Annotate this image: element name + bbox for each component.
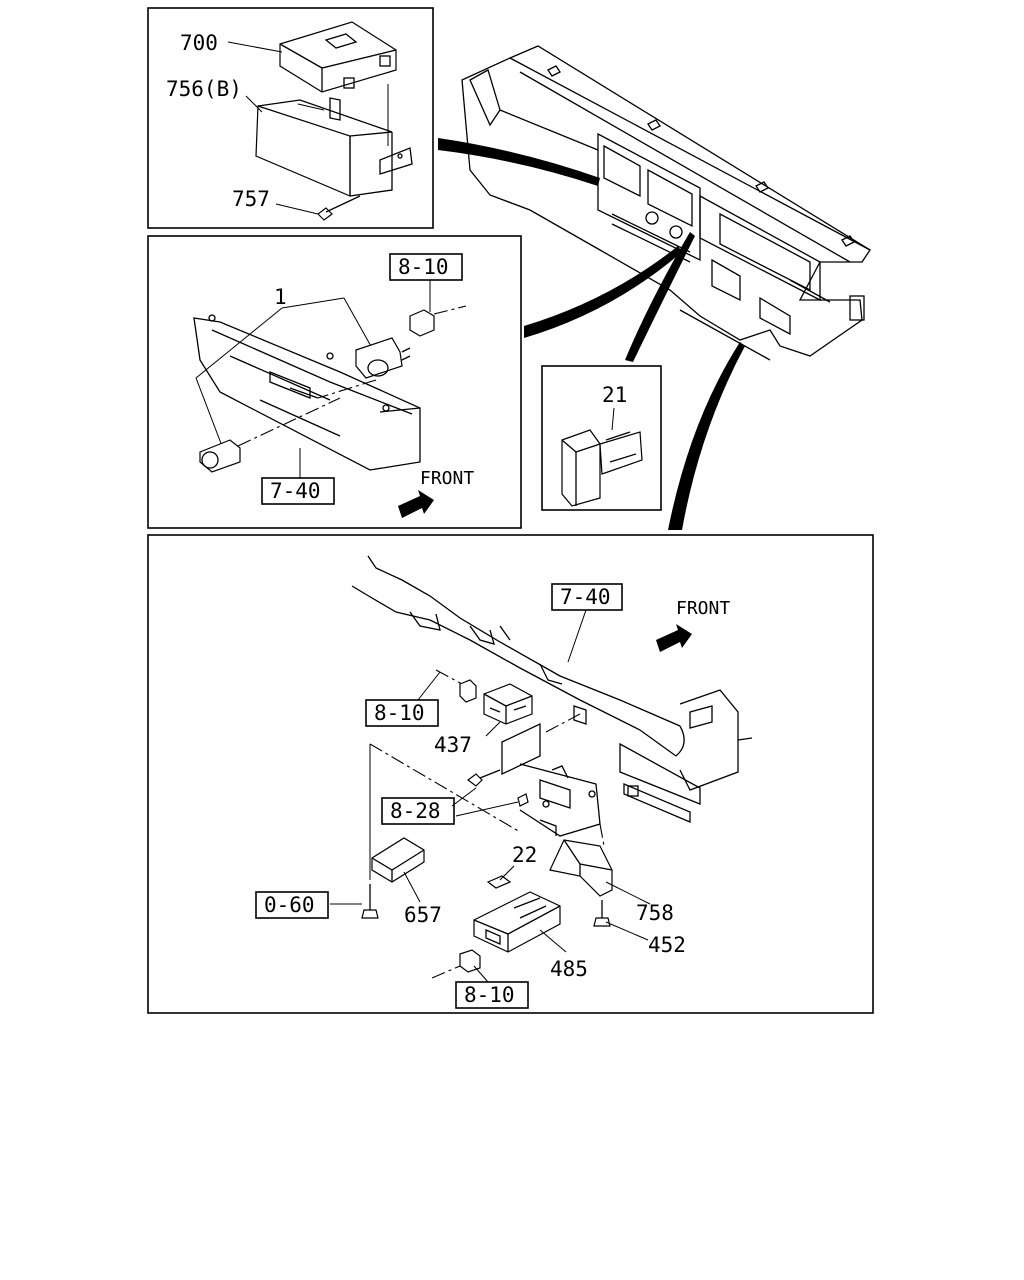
label-452: 452 (648, 933, 686, 957)
ref-box-0-60 (255, 891, 329, 919)
front-arrow-icon (398, 490, 434, 518)
label-1: 1 (274, 285, 287, 309)
right-bracket (619, 689, 753, 823)
ref-box-8-10 (389, 253, 463, 281)
ref-box-7-40-bottom (551, 583, 623, 611)
label-front-bottom: FRONT (676, 598, 730, 619)
part-756b-bracket (255, 97, 413, 197)
part-485-relay-box (473, 891, 561, 953)
panel-small: 21 (541, 365, 662, 511)
label-ref-8-28: 8-28 (390, 799, 441, 823)
part-452-screw (593, 900, 611, 927)
part-bolt-0-60 (361, 884, 379, 919)
part-758-bracket (549, 839, 613, 897)
label-700: 700 (180, 31, 218, 55)
label-437: 437 (434, 733, 472, 757)
panel-top: 700 756(B) 757 (147, 7, 434, 229)
part-700-module (279, 21, 397, 93)
label-ref-8-10: 8-10 (398, 255, 449, 279)
part-657-bracket (371, 837, 425, 883)
label-ref-0-60: 0-60 (264, 893, 315, 917)
part-21-switch (561, 429, 643, 507)
center-bracket (501, 722, 601, 837)
panel-middle: 8-10 1 (147, 235, 522, 529)
part-757-screw (317, 195, 361, 221)
label-ref-8-10-upper: 8-10 (374, 701, 425, 725)
label-22: 22 (512, 843, 537, 867)
part-1-switch-lower (199, 439, 241, 473)
ref-box-8-10-lower (455, 981, 529, 1009)
dashboard-illustration (461, 45, 871, 361)
part-437-relay (483, 683, 533, 725)
label-758: 758 (636, 901, 674, 925)
front-arrow-icon-bottom (656, 624, 692, 652)
label-757: 757 (232, 187, 270, 211)
label-ref-8-10-lower: 8-10 (464, 983, 515, 1007)
ref-box-8-28 (381, 797, 455, 825)
ref-box-7-40 (261, 477, 335, 505)
label-ref-7-40-bottom: 7-40 (560, 585, 611, 609)
cross-member-beam (351, 555, 685, 757)
label-657: 657 (404, 903, 442, 927)
label-front: FRONT (420, 468, 474, 489)
leader-wedges (438, 138, 745, 530)
label-21: 21 (602, 383, 627, 407)
ref-box-8-10-upper (365, 699, 439, 727)
trim-panel (193, 314, 421, 471)
part-1-switch-upper (355, 337, 411, 379)
label-756b: 756(B) (166, 77, 242, 101)
label-ref-7-40: 7-40 (270, 479, 321, 503)
label-485: 485 (550, 957, 588, 981)
panel-bottom: 7-40 FRONT 8-10 437 (147, 534, 874, 1014)
